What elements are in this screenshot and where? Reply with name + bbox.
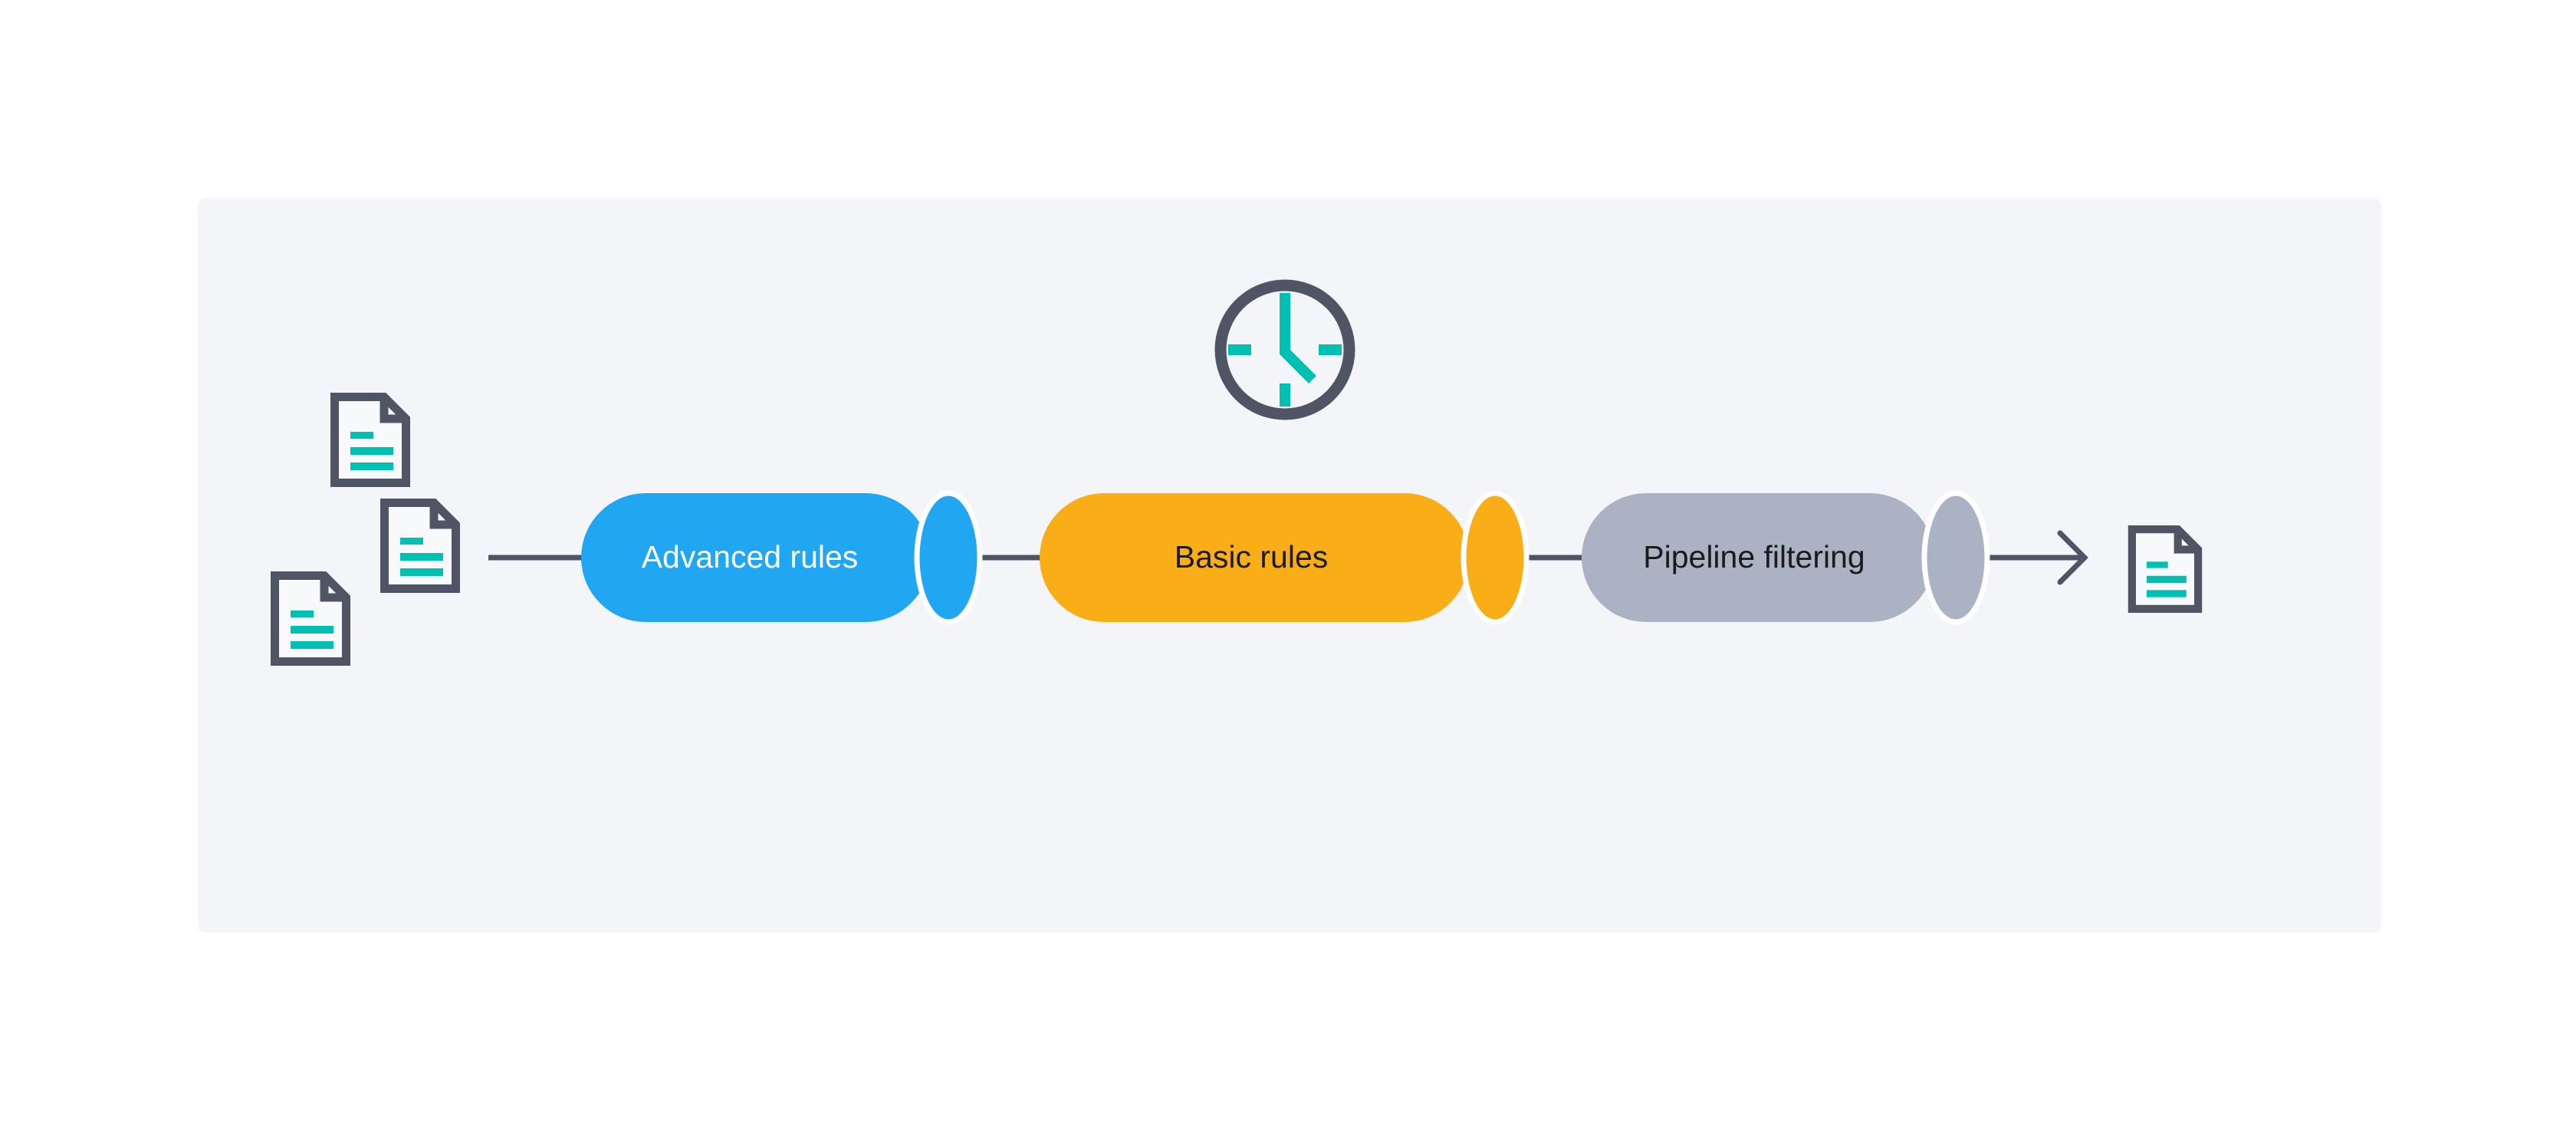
clock-tick-3	[1319, 344, 1342, 355]
document-icon	[275, 576, 347, 662]
cylinder-cap	[1921, 490, 1990, 625]
cylinder-cap	[1460, 490, 1530, 625]
pipeline-stage-pipeline-filtering[interactable]: Pipeline filtering	[1582, 490, 1990, 625]
cylinder-body	[1582, 493, 1934, 622]
clock-icon	[1214, 279, 1355, 420]
clock-tick-12	[1280, 293, 1290, 316]
arrow-head-icon	[2057, 530, 2088, 585]
stage-label-basic-rules: Basic rules	[1175, 539, 1329, 574]
document-icon	[335, 397, 406, 483]
stage-label-pipeline-filtering: Pipeline filtering	[1643, 539, 1865, 574]
cylinder-cap	[914, 490, 983, 625]
pipeline-stage-advanced-rules[interactable]: Advanced rules	[581, 490, 983, 625]
output-document	[2132, 529, 2198, 609]
document-icon	[385, 503, 456, 589]
clock-hands	[1280, 311, 1316, 383]
document-icon	[2132, 529, 2198, 609]
pipeline-stage-basic-rules[interactable]: Basic rules	[1040, 490, 1530, 625]
stage-label-advanced-rules: Advanced rules	[642, 539, 859, 574]
input-documents	[275, 397, 456, 662]
cylinder-body	[581, 493, 930, 622]
clock-tick-9	[1228, 344, 1251, 355]
clock-tick-6	[1280, 383, 1290, 407]
cylinder-body	[1040, 493, 1469, 622]
